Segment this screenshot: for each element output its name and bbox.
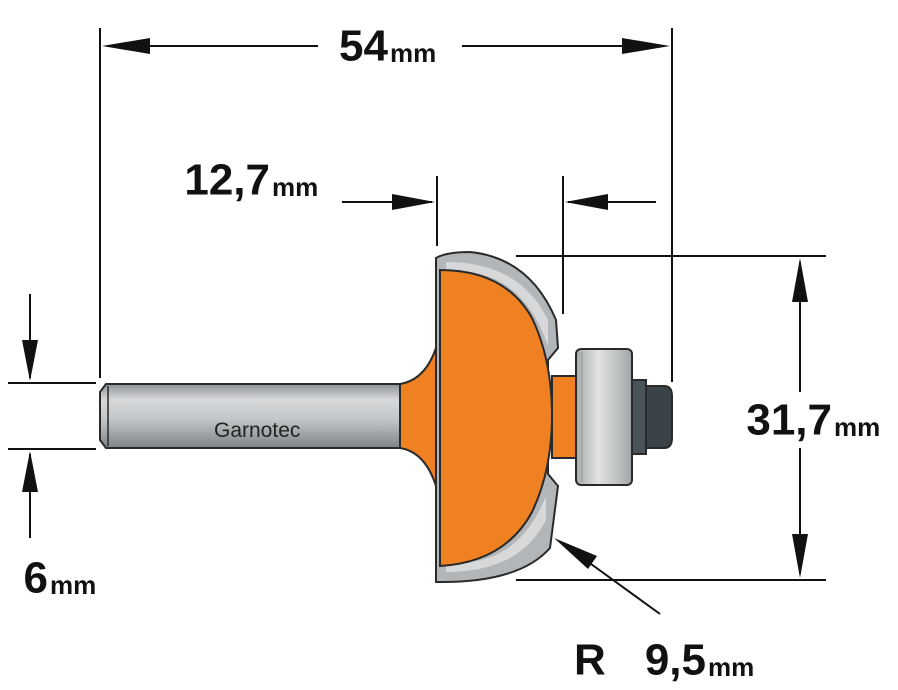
radius-prefix: R (574, 636, 606, 685)
shank-diameter-value: 6 (24, 554, 48, 603)
router-bit-cutter (435, 250, 560, 583)
dim-cutting-length: 12,7 mm (184, 156, 656, 314)
dim-shank-diameter: 6 mm (8, 294, 96, 603)
cutting-length-unit: mm (272, 172, 318, 202)
dim-overall-length: 54 mm (99, 22, 673, 382)
cutting-length-value: 12,7 (184, 156, 270, 205)
overall-length-unit: mm (390, 38, 436, 68)
overall-length-value: 54 (339, 22, 388, 71)
diameter-unit: mm (834, 412, 880, 442)
dim-diameter: 31,7 mm (516, 255, 880, 581)
diameter-value: 31,7 (746, 396, 832, 445)
bearing-screw (631, 379, 673, 455)
bearing-spindle (551, 375, 579, 459)
router-bit-neck (399, 347, 437, 487)
shank-brand-label: Garnotec (214, 419, 300, 442)
dim-radius: R 9,5 mm (554, 538, 754, 685)
radius-value: 9,5 (645, 636, 706, 685)
guide-bearing (575, 348, 633, 486)
shank-diameter-unit: mm (50, 570, 96, 600)
radius-unit: mm (708, 652, 754, 682)
